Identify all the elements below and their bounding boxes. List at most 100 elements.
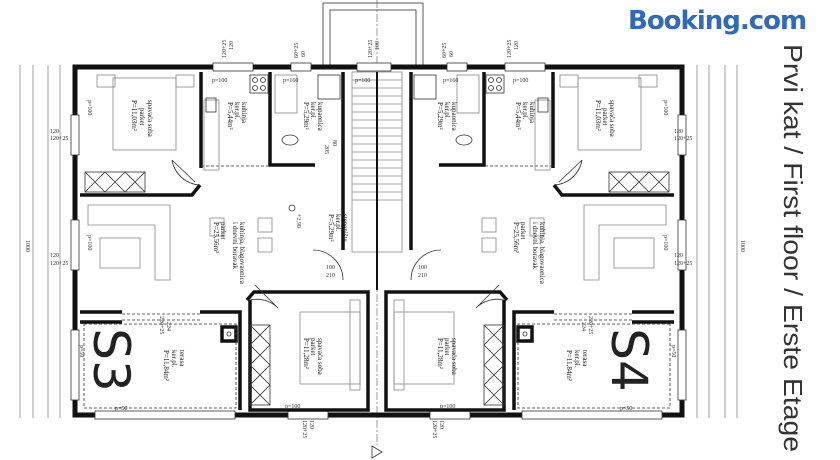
svg-text:p=100: p=100 (662, 235, 668, 250)
svg-text:p=100: p=100 (86, 235, 92, 250)
room-labels-s4: spavaća soba parket P=11,03m² kuhinja ke… (436, 100, 616, 381)
svg-text:ker.pl.: ker.pl. (573, 350, 581, 368)
unit-label-s4: S4 (600, 328, 658, 392)
svg-text:120: 120 (50, 253, 59, 259)
svg-text:120: 120 (674, 129, 683, 135)
room-labels-s3: spavaća soba parket P=11,03m² kuhinja ke… (130, 100, 324, 381)
svg-text:100: 100 (418, 265, 427, 271)
svg-text:120+25: 120+25 (507, 40, 513, 58)
svg-text:120+25: 120+25 (222, 40, 228, 58)
windows (70, 62, 687, 420)
svg-text:kuhinja, blagovaonica: kuhinja, blagovaonica (238, 222, 246, 285)
svg-text:p=100: p=100 (440, 404, 455, 410)
svg-text:100: 100 (326, 265, 335, 271)
svg-text:spavaća soba: spavaća soba (146, 100, 154, 138)
svg-text:P=11,28m²: P=11,28m² (302, 338, 310, 369)
svg-text:ker.pl.: ker.pl. (233, 102, 241, 120)
svg-text:P=5,29m²: P=5,29m² (302, 102, 310, 130)
svg-text:p=100: p=100 (662, 100, 668, 115)
unit-label-s3: S3 (82, 328, 140, 392)
svg-text:p=50: p=50 (78, 345, 84, 357)
svg-text:i dnevni boravak: i dnevni boravak (531, 222, 539, 270)
svg-text:p=100: p=100 (86, 100, 92, 115)
svg-text:120+25: 120+25 (368, 40, 374, 58)
svg-text:60+25: 60+25 (294, 43, 300, 58)
svg-text:60: 60 (301, 51, 307, 57)
svg-text:parket: parket (138, 108, 146, 126)
svg-text:p=100: p=100 (212, 78, 227, 84)
svg-text:P=5,44m²: P=5,44m² (226, 102, 234, 130)
svg-text:ker.pl.: ker.pl. (443, 102, 451, 120)
svg-text:120: 120 (438, 420, 444, 429)
svg-text:spavaća soba: spavaća soba (450, 338, 458, 376)
svg-text:P=11,03m²: P=11,03m² (130, 100, 138, 131)
svg-text:P=25,56m²: P=25,56m² (512, 222, 520, 253)
svg-text:120+25: 120+25 (301, 420, 307, 438)
svg-text:120+25: 120+25 (674, 136, 692, 142)
section-marker-icon (371, 445, 383, 459)
svg-text:ker.pl.: ker.pl. (521, 102, 529, 120)
svg-text:P=11,28m²: P=11,28m² (436, 338, 444, 369)
svg-text:120: 120 (308, 420, 314, 429)
svg-text:+2,90: +2,90 (295, 214, 301, 228)
svg-text:kuhinja: kuhinja (528, 102, 536, 124)
svg-text:spavaća soba: spavaća soba (316, 338, 324, 376)
svg-text:210: 210 (326, 273, 335, 279)
svg-text:220+25: 220+25 (587, 316, 593, 334)
svg-text:p=100: p=100 (285, 404, 300, 410)
svg-text:ker.pl.: ker.pl. (309, 102, 317, 120)
dimension-lines (19, 65, 738, 418)
svg-text:120: 120 (514, 41, 520, 50)
svg-text:P=5,29m²: P=5,29m² (436, 102, 444, 130)
svg-text:p=160: p=160 (283, 78, 298, 84)
svg-text:60+25: 60+25 (442, 43, 448, 58)
unit-s3-walls (80, 71, 378, 412)
svg-text:parket: parket (443, 338, 451, 356)
booking-watermark: Booking.com (628, 6, 807, 36)
svg-text:P=11,84m²: P=11,84m² (565, 350, 573, 381)
svg-text:P=5,29m²: P=5,29m² (327, 214, 335, 242)
svg-text:p=50: p=50 (670, 345, 676, 357)
svg-text:p=100: p=100 (355, 78, 370, 84)
svg-text:P=11,84m²: P=11,84m² (162, 350, 170, 381)
svg-text:terasa: terasa (581, 350, 589, 367)
svg-text:kuhinja: kuhinja (240, 102, 248, 124)
room-labels-stairs: stepenište ker.pl. P=5,29m² (327, 214, 349, 242)
svg-text:210: 210 (418, 273, 427, 279)
svg-text:parket: parket (601, 108, 609, 126)
svg-text:P=11,03m²: P=11,03m² (594, 100, 602, 131)
svg-text:205: 205 (323, 145, 329, 154)
total-dimension-left: 1000 (24, 240, 30, 252)
svg-text:120: 120 (674, 253, 683, 259)
svg-text:80: 80 (331, 140, 337, 146)
svg-text:60: 60 (449, 51, 455, 57)
svg-text:ker.pl.: ker.pl. (170, 350, 178, 368)
svg-text:kuhinja, blagovaonica: kuhinja, blagovaonica (538, 222, 546, 285)
svg-text:P=5,44m²: P=5,44m² (514, 102, 522, 130)
svg-text:p=50: p=50 (115, 406, 127, 412)
svg-text:P=25,56m²: P=25,56m² (212, 222, 220, 253)
staircase (352, 72, 402, 290)
svg-text:parket: parket (219, 222, 227, 240)
svg-text:i dnevni boravak: i dnevni boravak (231, 222, 239, 270)
svg-text:100: 100 (375, 41, 381, 50)
svg-text:224: 224 (580, 322, 586, 331)
svg-text:120+25: 120+25 (50, 136, 68, 142)
window-labels: 120 120+25 60 60+25 100 120+25 60 60+25 … (50, 40, 692, 439)
svg-text:120+25: 120+25 (674, 261, 692, 267)
svg-text:stepenište: stepenište (341, 214, 349, 242)
svg-text:p=100: p=100 (513, 78, 528, 84)
svg-text:parket: parket (309, 338, 317, 356)
svg-text:ker.pl.: ker.pl. (334, 214, 342, 232)
svg-text:224: 224 (165, 322, 171, 331)
svg-text:120+25: 120+25 (50, 261, 68, 267)
total-dimension-right: 1000 (739, 240, 745, 252)
svg-text:120: 120 (229, 41, 235, 50)
svg-text:120+25: 120+25 (431, 420, 437, 438)
level-marker-icon (288, 204, 296, 212)
svg-text:parket: parket (519, 222, 527, 240)
svg-text:kupaonica: kupaonica (450, 102, 458, 132)
svg-text:p=160: p=160 (443, 78, 458, 84)
svg-text:220+25: 220+25 (158, 316, 164, 334)
